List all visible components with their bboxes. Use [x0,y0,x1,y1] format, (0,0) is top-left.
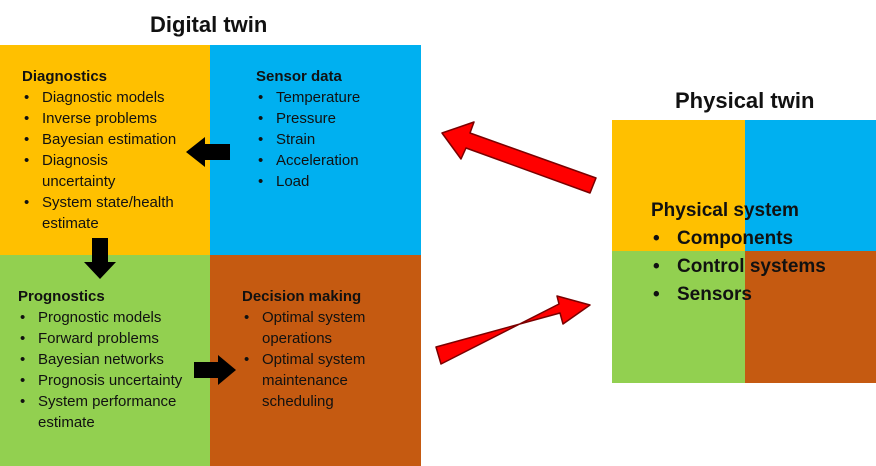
prognostics-list: Prognostic models Forward problems Bayes… [18,307,208,433]
physical-system-block: Physical system Components Control syste… [651,197,873,309]
sensor-data-item: Strain [256,129,416,150]
sensor-data-block: Sensor data Temperature Pressure Strain … [256,66,416,192]
diagnostics-list: Diagnostic models Inverse problems Bayes… [22,87,208,234]
sensor-data-item: Pressure [256,108,416,129]
physical-system-item: Components [651,225,873,253]
prognostics-block: Prognostics Prognostic models Forward pr… [18,286,208,433]
physical-system-item: Control systems [651,253,873,281]
decision-making-item: Optimal system maintenance scheduling [242,349,382,412]
sensor-data-heading: Sensor data [256,68,342,85]
diagnostics-to-prognostics-arrow [84,238,116,279]
diagnostics-item: System state/health estimate [22,192,212,234]
prognostics-item: Bayesian networks [18,349,208,370]
diagnostics-item: Diagnostic models [22,87,208,108]
physical-system-list: Components Control systems Sensors [651,225,873,309]
prognostics-item: Prognostic models [18,307,208,328]
physical-twin-title: Physical twin [675,88,815,113]
digital-twin-title: Digital twin [150,12,268,37]
decision-making-list: Optimal system operations Optimal system… [242,307,412,412]
diagnostics-item: Bayesian estimation [22,129,208,150]
diagnostics-heading: Diagnostics [22,68,108,85]
prognostics-to-decision-arrow [194,355,236,385]
prognostics-heading: Prognostics [18,288,105,305]
diagnostics-block: Diagnostics Diagnostic models Inverse pr… [22,66,208,234]
sensor-data-item: Load [256,171,416,192]
diagnostics-item: Diagnosis uncertainty [22,150,152,192]
prognostics-item: Prognosis uncertainty [18,370,208,391]
physical-to-digital-arrow [441,121,597,194]
sensor-data-item: Acceleration [256,150,416,171]
sensor-to-diagnostics-arrow [186,137,230,167]
decision-making-item: Optimal system operations [242,307,382,349]
diagnostics-item: Inverse problems [22,108,208,129]
decision-making-block: Decision making Optimal system operation… [242,286,412,412]
physical-system-heading: Physical system [651,200,799,221]
physical-system-item: Sensors [651,281,873,309]
digital-to-physical-arrow [435,295,591,365]
sensor-data-item: Temperature [256,87,416,108]
sensor-data-list: Temperature Pressure Strain Acceleration… [256,87,416,192]
prognostics-item: Forward problems [18,328,208,349]
decision-making-heading: Decision making [242,288,362,305]
prognostics-item: System performance estimate [18,391,208,433]
